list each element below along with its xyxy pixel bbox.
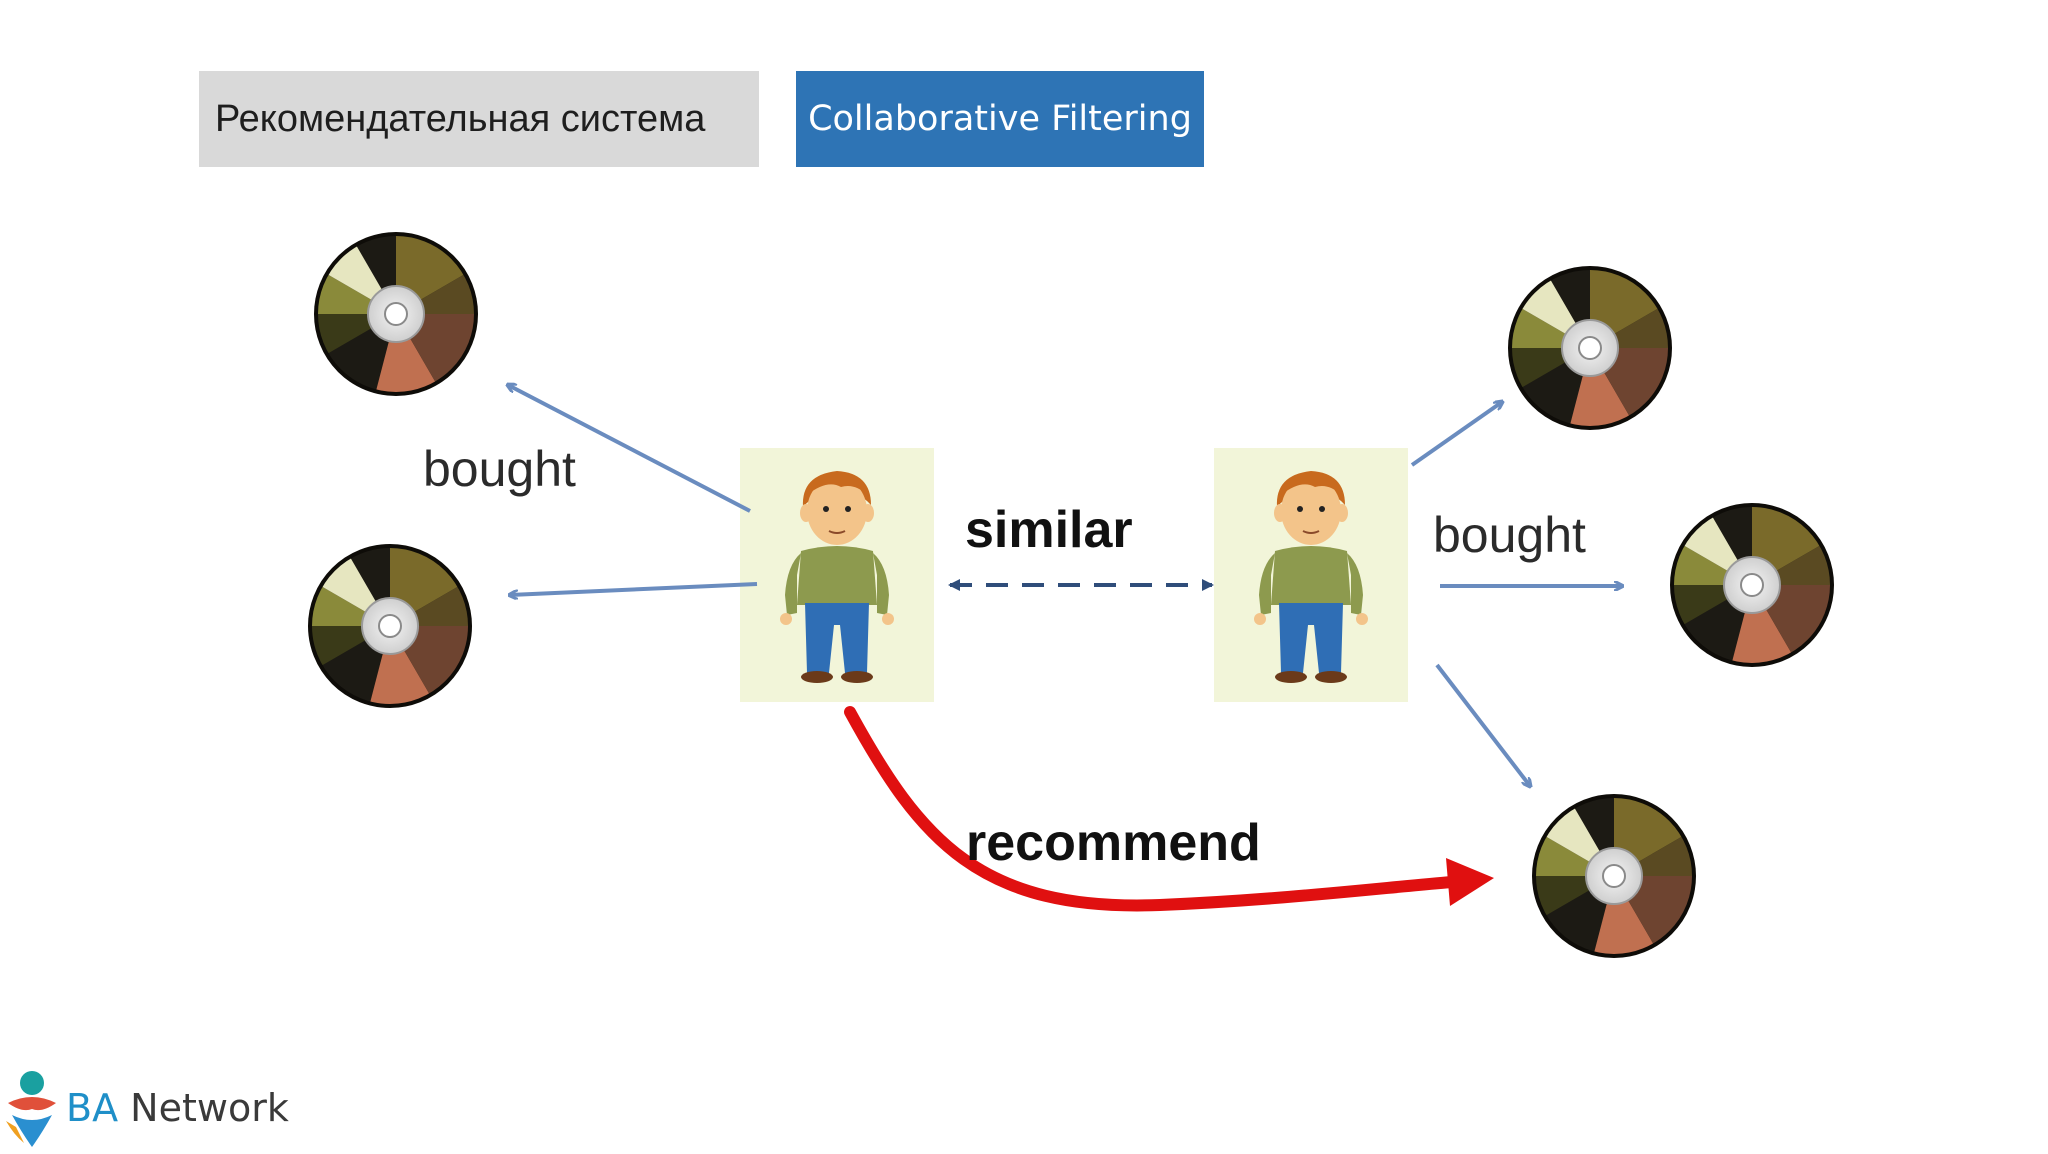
bought-label-right: bought: [1433, 507, 1586, 563]
logo-network: Network: [130, 1086, 289, 1130]
logo-icon: [6, 1071, 56, 1147]
recommend-label: recommend: [966, 814, 1261, 872]
recommend-arrow-head: [1446, 858, 1494, 906]
disc-icon: [314, 232, 478, 396]
bought-label-left: bought: [423, 441, 576, 497]
bought-arrow: [1435, 663, 1530, 786]
person-icon: [1213, 447, 1409, 703]
disc-icon: [1670, 503, 1834, 667]
tab-recommender-system-label: Рекомендательная система: [215, 97, 706, 140]
disc-icon: [1532, 794, 1696, 958]
bought-arrow: [510, 582, 758, 595]
person-icon: [739, 447, 935, 703]
bought-arrow: [1410, 402, 1502, 467]
tab-collaborative-filtering: Collaborative Filtering: [796, 71, 1204, 167]
logo-ba: BA: [66, 1086, 119, 1130]
tab-collaborative-filtering-label: Collaborative Filtering: [808, 99, 1192, 139]
ba-network-logo: BA Network: [2, 1062, 289, 1154]
disc-icon: [1508, 266, 1672, 430]
similar-label: similar: [965, 501, 1133, 559]
recommend-arrow: [844, 706, 1458, 912]
tab-recommender-system: Рекомендательная система: [199, 71, 759, 167]
disc-icon: [308, 544, 472, 708]
logo-text: BA Network: [66, 1086, 289, 1130]
bought-arrow: [508, 385, 751, 513]
